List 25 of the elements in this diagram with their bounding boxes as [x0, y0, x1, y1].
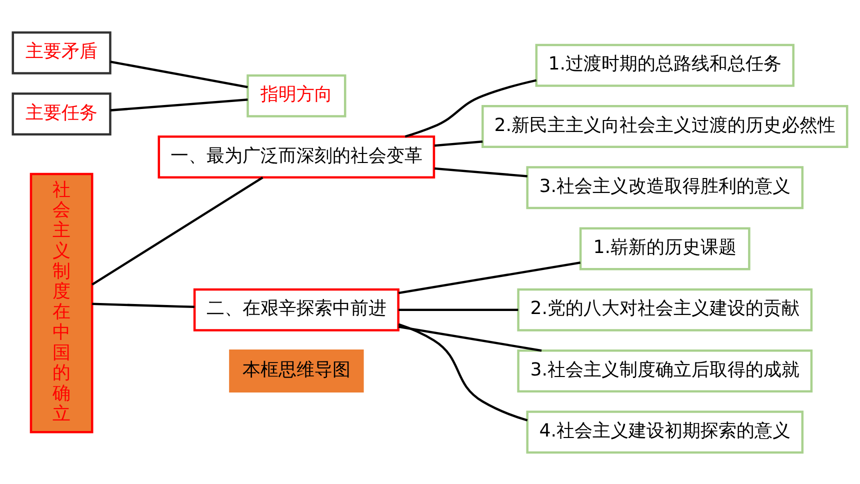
node-box: 2.党的八大对社会主义建设的贡献 [517, 288, 813, 331]
node-box: 3.社会主义改造取得胜利的意义 [526, 166, 804, 209]
connector [434, 140, 483, 146]
node-box: 本框思维导图 [229, 348, 364, 392]
connector [92, 176, 264, 286]
connector [398, 261, 581, 294]
connector [110, 60, 248, 88]
connector [398, 322, 528, 421]
connector [110, 98, 248, 111]
connector [404, 78, 537, 138]
node-box: 社会主义制度在中国的确立 [30, 172, 94, 433]
node-box: 一、最为广泛而深刻的社会变革 [158, 135, 436, 178]
node-box: 1.过渡时期的总路线和总任务 [535, 43, 794, 86]
connector [434, 166, 528, 177]
node-box: 指明方向 [246, 74, 346, 117]
node-box: 1.崭新的历史课题 [579, 226, 750, 270]
connector [398, 308, 518, 310]
node-box: 主要任务 [12, 92, 112, 136]
node-box: 二、在艰辛探索中前进 [193, 288, 400, 331]
node-box: 4.社会主义建设初期探索的意义 [526, 410, 804, 454]
connector [92, 302, 195, 308]
node-box: 3.社会主义制度确立后取得的成就 [517, 348, 813, 392]
node-box: 主要矛盾 [12, 30, 112, 74]
node-box: 2.新民主主义向社会主义过渡的历史必然性 [482, 104, 848, 148]
connector [398, 325, 542, 352]
